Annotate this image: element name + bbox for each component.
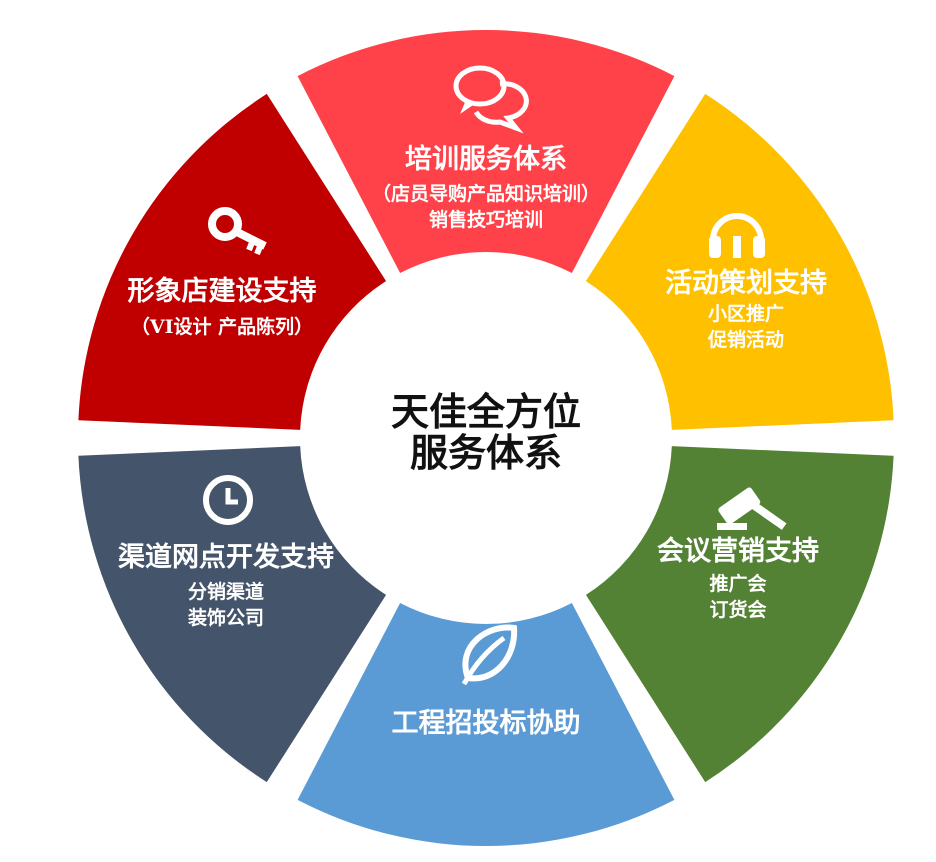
segment-project [297, 602, 675, 846]
segment-subtitle-event: 小区推广 [708, 302, 784, 325]
segment-meeting [585, 446, 894, 783]
segment-title-store: 形象店建设支持 [128, 275, 317, 307]
segment-title-meeting: 会议营销支持 [657, 536, 819, 567]
segment-event [585, 93, 894, 430]
label-layer: 培训服务体系 （店员导购产品知识培训） 销售技巧培训活动策划支持小区推广促销活动会议… [118, 144, 827, 739]
center-circle: 天佳全方位 服务体系 [328, 280, 644, 596]
segment-title-channel: 渠道网点开发支持 [118, 541, 334, 573]
segment-subtitle-store: （VI设计 产品陈列） [131, 315, 313, 338]
segment-title-event: 活动策划支持 [665, 267, 827, 299]
leaf-icon [461, 624, 518, 686]
center-title-line2: 服务体系 [410, 431, 562, 475]
outer-ring [78, 30, 894, 846]
key-icon [208, 207, 267, 256]
segment-store [78, 93, 387, 430]
segment-channel [78, 446, 387, 783]
segment-subtitle-training: （店员导购产品知识培训） [372, 182, 600, 205]
segment-subtitle-training: 销售技巧培训 [429, 208, 543, 231]
icon-layer [203, 65, 787, 686]
segment-subtitle-meeting: 订货会 [709, 598, 766, 621]
center-disc [328, 280, 644, 596]
segment-subtitle-channel: 分销渠道 [188, 580, 264, 603]
speech-bubbles-icon [453, 65, 529, 134]
center-title-line1: 天佳全方位 [391, 390, 581, 434]
headphones-icon [709, 213, 765, 258]
segment-training [297, 30, 675, 274]
clock-icon [203, 475, 253, 525]
segment-title-training: 培训服务体系 [405, 144, 567, 175]
gavel-icon [717, 487, 787, 530]
segment-subtitle-channel: 装饰公司 [187, 606, 264, 629]
segment-subtitle-meeting: 推广会 [709, 572, 766, 595]
segment-title-project: 工程招投标协助 [392, 708, 581, 739]
segment-subtitle-event: 促销活动 [707, 328, 784, 351]
